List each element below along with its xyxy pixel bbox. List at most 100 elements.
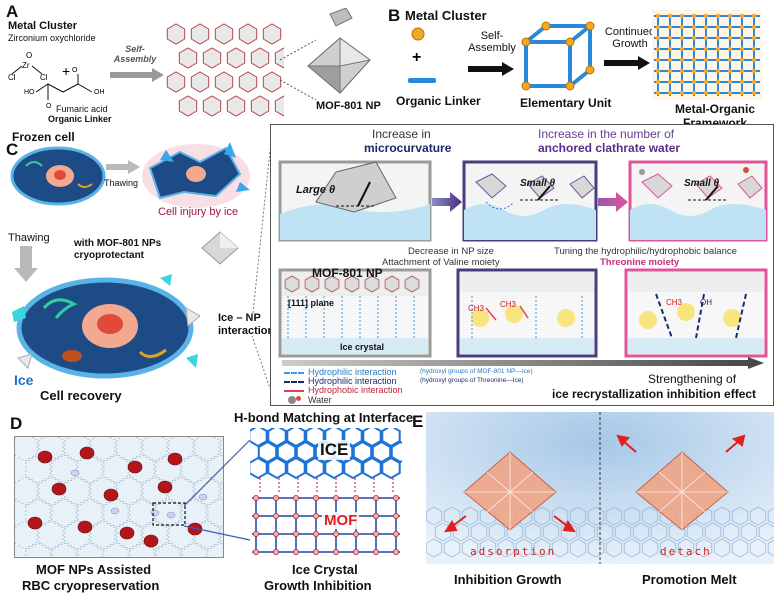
svg-text:Cl: Cl (40, 73, 48, 82)
c-increase-micro-1: Increase in (372, 127, 431, 141)
rbc (27, 516, 43, 530)
b-elementary-unit: Elementary Unit (520, 96, 612, 110)
svg-text:O: O (26, 51, 32, 60)
mof-cage (214, 71, 234, 93)
rbc (167, 452, 183, 466)
panel-e-letter: E (412, 412, 424, 431)
a-mof-np-octahedron (306, 8, 372, 95)
rbc (119, 526, 135, 540)
rbc (37, 450, 53, 464)
a-plus: + (62, 63, 70, 79)
b-organic-linker: Organic Linker (396, 94, 481, 108)
water-icon (288, 396, 296, 404)
c-thaw-arrow-1 (106, 160, 140, 174)
c-large-theta: Large θ (296, 184, 336, 196)
mof-cage (274, 95, 284, 117)
legend-label-1: Hydrophilic interaction (308, 367, 397, 377)
mof-cage (202, 47, 222, 69)
b-arrow-2 (604, 56, 650, 70)
c-threonine: Threonine moiety (600, 257, 680, 268)
c-strength-arrow (282, 357, 764, 369)
a-frozen-cell: Frozen cell (12, 130, 75, 144)
panel-c-letter: C (6, 140, 19, 159)
legend-label-2: Hydrophilic interaction (308, 376, 397, 386)
a-fumaric: Fumaric acid (56, 104, 108, 114)
c-oh: OH (700, 298, 712, 307)
d-zoom-lines (184, 439, 251, 541)
mof-cage (262, 23, 282, 45)
e-sim-image (426, 412, 774, 564)
legend-row: Water (284, 395, 544, 405)
a-mof-np-label: MOF-801 NP (316, 100, 381, 112)
mof-cage (166, 71, 186, 93)
c-ch3-c: CH3 (666, 298, 683, 307)
b-self-assembly: Self-Assembly (468, 30, 516, 54)
d-hbond: H-bond Matching at Interface (234, 410, 414, 425)
e-detach: detach (660, 545, 712, 558)
rbc (51, 482, 67, 496)
mof-cage (238, 71, 258, 93)
c-plane-label: [111] plane (288, 298, 335, 308)
b-continued-growth: Continued Growth (604, 26, 656, 50)
legend-row: Hydrophilic interaction (hydroxyl groups… (284, 367, 544, 377)
c-legend: Hydrophilic interaction (hydroxyl groups… (284, 367, 544, 405)
c-increase-anch-1: Increase in the number of (538, 127, 675, 141)
a-metal-cluster: Metal Cluster (8, 20, 78, 32)
c-ice-label: Ice (14, 372, 34, 388)
d-ice-label: ICE (318, 440, 351, 460)
d-lattice (250, 428, 402, 556)
rbc (187, 522, 203, 536)
b-framework-grid (652, 10, 762, 100)
rbc (103, 488, 119, 502)
svg-text:+: + (412, 49, 421, 66)
panel-b-letter: B (388, 6, 401, 25)
c-cell-small (10, 146, 106, 206)
c-increase-micro-2: microcurvature (364, 141, 452, 155)
c-ch3-b: CH3 (500, 300, 517, 309)
c-cell-injury: Cell injury by ice (158, 206, 239, 218)
c-ice-np-text: Ice – NP interaction (218, 312, 275, 337)
panel-d-letter: D (10, 414, 23, 433)
d-rbc-field (15, 437, 223, 557)
a-mof-lattice (164, 20, 284, 120)
c-ice-np-label: Ice – NP interaction (218, 312, 274, 338)
mof-cage (238, 23, 258, 45)
mof-cage (226, 47, 246, 69)
mof-cage (166, 23, 186, 45)
c-cell-recovery-image (12, 274, 200, 379)
c-bottom-row (278, 268, 768, 358)
rbc (79, 446, 95, 460)
c-cell-recovery: Cell recovery (40, 388, 122, 403)
a-organic-linker: Organic Linker (48, 114, 112, 124)
c-increase-anch-2: anchored clathrate water (538, 141, 681, 155)
legend-note-1: (hydroxyl groups of MOF-801 NP—Ice) (420, 368, 533, 375)
c-thaw-arrow-down (14, 246, 38, 282)
b-arrow-1 (468, 62, 514, 76)
e-sim-svg (426, 412, 774, 564)
a-zoom-lines (280, 39, 317, 101)
d-caption-left-1: MOF NPs Assisted (36, 562, 152, 577)
svg-text:O: O (46, 103, 52, 110)
svg-text:Zr: Zr (22, 61, 30, 70)
d-caption-right-1: Ice Crystal (292, 562, 358, 577)
c-with-mof-text: with MOF-801 NPs cryoprotectant (74, 238, 162, 261)
legend-label-3: Hydrophobic interaction (308, 385, 403, 395)
b-components: + (408, 27, 436, 83)
mof-cage (178, 95, 198, 117)
mof-cage (226, 95, 246, 117)
c-small-theta-1: Small θ (520, 178, 556, 189)
svg-text:OH: OH (94, 89, 105, 96)
mof-cage (250, 95, 270, 117)
c-decrease-size: Decrease in NP size (408, 246, 494, 257)
rbc (157, 480, 173, 494)
a-arrow (110, 68, 164, 82)
c-attach-valine: Attachment of Valine moiety (382, 257, 500, 268)
legend-label-4: Water (308, 395, 332, 405)
a-self-assembly: Self-Assembly (113, 44, 157, 64)
d-caption-right-2: Growth Inhibition (264, 578, 372, 593)
c-cell-injured (142, 142, 250, 208)
legend-row: Hydrophobic interaction (284, 385, 544, 395)
mof-cage (274, 47, 284, 69)
c-thawing-1: Thawing (104, 178, 139, 188)
mof-cage (262, 71, 282, 93)
